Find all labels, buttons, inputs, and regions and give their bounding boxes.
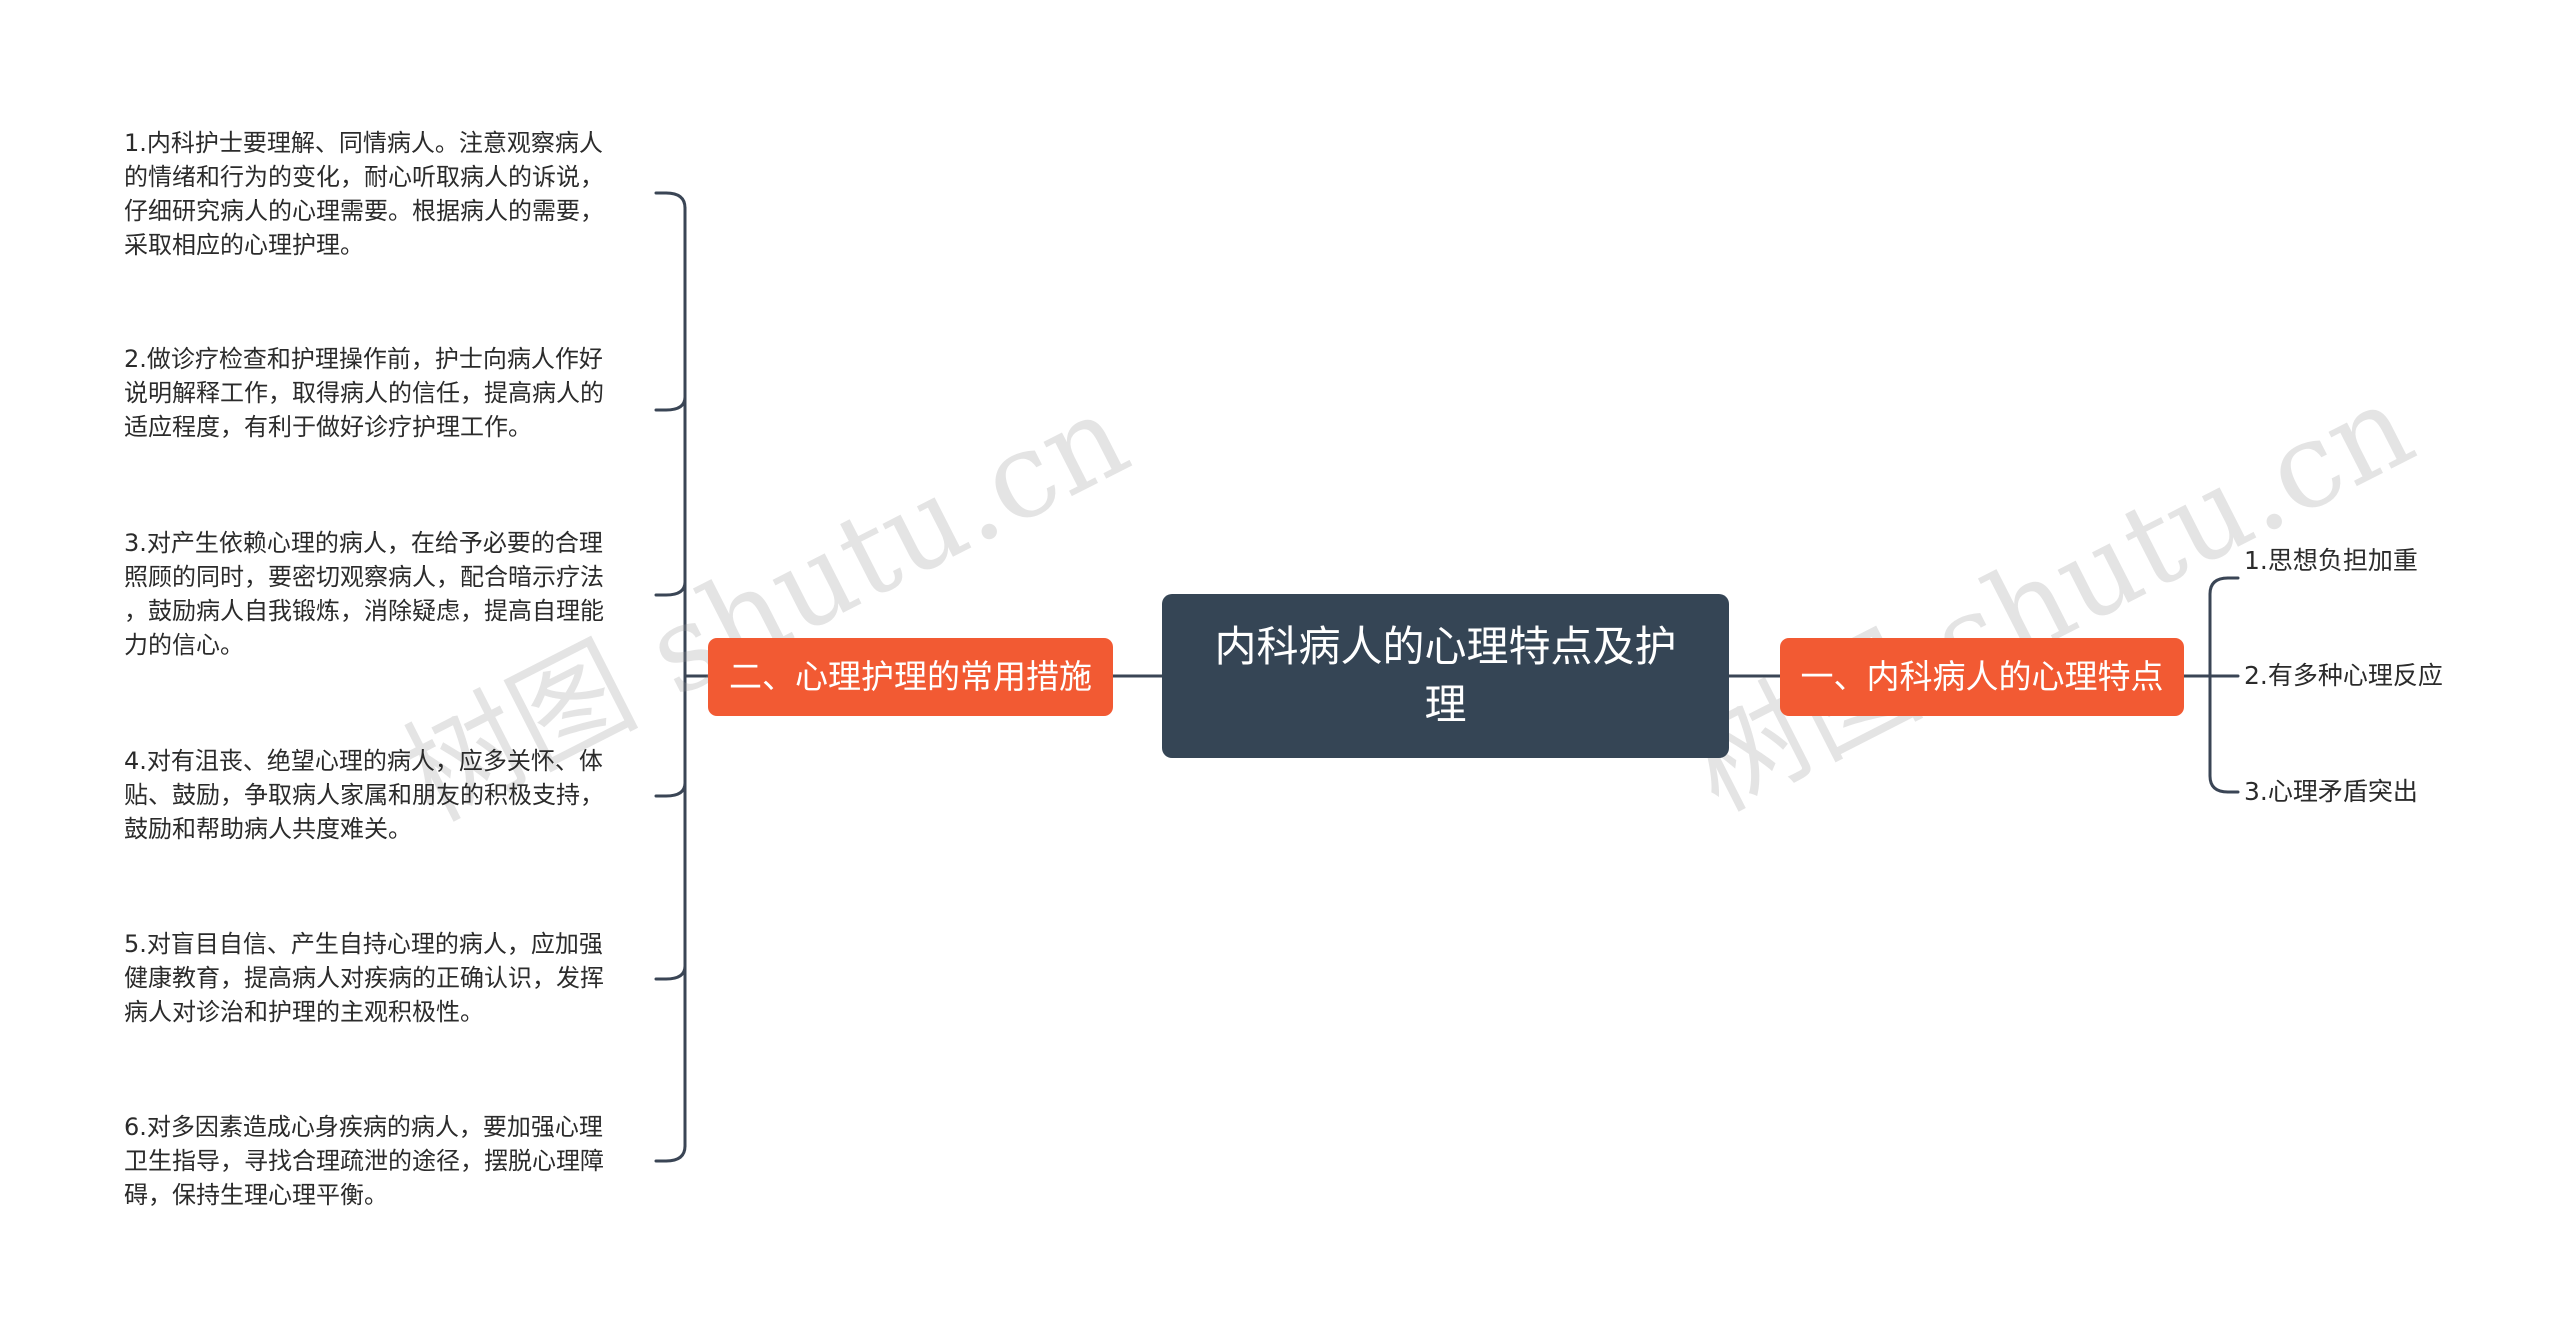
- leaf-text-line: 说明解释工作，取得病人的信任，提高病人的: [124, 379, 604, 407]
- leaf-text-line: 适应程度，有利于做好诊疗护理工作。: [124, 413, 532, 441]
- left-bracket-top: [664, 191, 687, 210]
- leaf-measure-5[interactable]: 5.对盲目自信、产生自持心理的病人，应加强 健康教育，提高病人对疾病的正确认识，…: [124, 927, 654, 1029]
- left-tick-2: [654, 395, 687, 412]
- leaf-text-line: 卫生指导，寻找合理疏泄的途径，摆脱心理障: [124, 1147, 604, 1175]
- leaf-text-line: 5.对盲目自信、产生自持心理的病人，应加强: [124, 930, 603, 958]
- left-tick-5: [654, 964, 687, 981]
- leaf-text-line: 的情绪和行为的变化，耐心听取病人的诉说，: [124, 163, 604, 191]
- leaf-text-line: 3.对产生依赖心理的病人，在给予必要的合理: [124, 529, 603, 557]
- leaf-text-line: 病人对诊治和护理的主观积极性。: [124, 998, 484, 1026]
- leaf-text-line: 4.对有沮丧、绝望心理的病人，应多关怀、体: [124, 747, 603, 775]
- left-tick-3: [654, 580, 687, 597]
- central-topic-line-2: 理: [1424, 680, 1467, 729]
- branch-node-nursing-measures[interactable]: 二、心理护理的常用措施: [708, 638, 1113, 716]
- leaf-trait-2[interactable]: 2.有多种心理反应: [2244, 661, 2443, 690]
- leaf-text-line: 采取相应的心理护理。: [124, 231, 364, 259]
- right-bracket: [2208, 576, 2230, 794]
- leaf-text-line: 鼓励和帮助病人共度难关。: [124, 815, 412, 843]
- branch-label-nursing-measures: 二、心理护理的常用措施: [729, 657, 1092, 696]
- branch-label-psych-traits: 一、内科病人的心理特点: [1800, 657, 2164, 696]
- leaf-measure-6[interactable]: 6.对多因素造成心身疾病的病人，要加强心理 卫生指导，寻找合理疏泄的途径，摆脱心…: [124, 1110, 654, 1212]
- leaf-text-line: 照顾的同时，要密切观察病人，配合暗示疗法: [124, 563, 604, 591]
- leaf-text-line: 2.做诊疗检查和护理操作前，护士向病人作好: [124, 345, 603, 373]
- left-tick-4: [654, 781, 687, 798]
- leaf-text-line: ，鼓励病人自我锻炼，消除疑虑，提高自理能: [124, 597, 604, 625]
- central-topic-line-1: 内科病人的心理特点及护: [1214, 622, 1677, 671]
- leaf-text-line: 仔细研究病人的心理需要。根据病人的需要，: [124, 197, 604, 225]
- branch-node-psych-traits[interactable]: 一、内科病人的心理特点: [1780, 638, 2184, 716]
- leaf-text-line: 健康教育，提高病人对疾病的正确认识，发挥: [124, 964, 604, 992]
- leaf-text-line: 1.内科护士要理解、同情病人。注意观察病人: [124, 129, 603, 157]
- central-topic-title: 内科病人的心理特点及护 理: [1214, 618, 1676, 734]
- leaf-measure-3[interactable]: 3.对产生依赖心理的病人，在给予必要的合理 照顾的同时，要密切观察病人，配合暗示…: [124, 526, 654, 662]
- leaf-trait-3[interactable]: 3.心理矛盾突出: [2244, 777, 2418, 806]
- left-bracket-bottom: [664, 1144, 687, 1163]
- leaf-text-line: 碍，保持生理心理平衡。: [124, 1181, 388, 1209]
- leaf-measure-1[interactable]: 1.内科护士要理解、同情病人。注意观察病人 的情绪和行为的变化，耐心听取病人的诉…: [124, 126, 654, 262]
- leaf-trait-1[interactable]: 1.思想负担加重: [2244, 546, 2418, 575]
- leaf-measure-2[interactable]: 2.做诊疗检查和护理操作前，护士向病人作好 说明解释工作，取得病人的信任，提高病…: [124, 342, 654, 444]
- central-topic-node[interactable]: 内科病人的心理特点及护 理: [1162, 594, 1729, 758]
- leaf-text-line: 6.对多因素造成心身疾病的病人，要加强心理: [124, 1113, 603, 1141]
- leaf-measure-4[interactable]: 4.对有沮丧、绝望心理的病人，应多关怀、体 贴、鼓励，争取病人家属和朋友的积极支…: [124, 744, 654, 846]
- leaf-text-line: 力的信心。: [124, 631, 244, 659]
- leaf-text-line: 贴、鼓励，争取病人家属和朋友的积极支持，: [124, 781, 604, 809]
